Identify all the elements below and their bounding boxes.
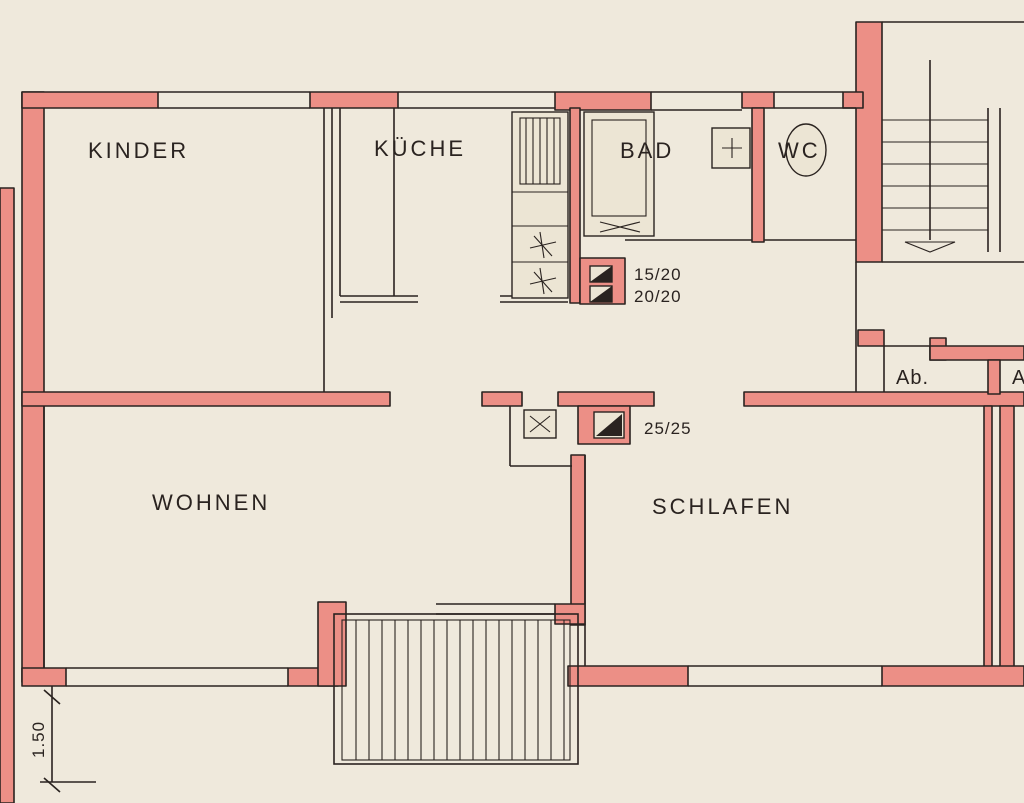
wall-bottom-schlafen-left (567, 665, 689, 687)
room-label-wc: WC (778, 138, 821, 163)
stove-burner-icon (529, 267, 557, 295)
wall-top-bad (554, 91, 652, 111)
wall-mid-right (743, 391, 1024, 407)
wall-schlafen-left (570, 454, 586, 626)
wall-right-double-a (983, 405, 993, 683)
wall-mid-left (21, 391, 391, 407)
kitchen-fixtures (511, 111, 569, 299)
stove-burner-icon (529, 231, 557, 259)
vent-shaft (523, 409, 557, 439)
flue-label-lower: 20/20 (634, 287, 682, 306)
toilet (785, 123, 827, 177)
bath-fixtures (583, 111, 827, 237)
flues (523, 265, 625, 439)
room-label-kueche: KÜCHE (374, 136, 466, 161)
wall-stair-step (842, 91, 864, 109)
room-label-schlafen: SCHLAFEN (652, 494, 793, 519)
bathtub (583, 111, 655, 237)
outer-wall-left-strip (0, 187, 15, 803)
stair-steps (882, 119, 988, 231)
balcony (333, 613, 579, 765)
room-label-bad: BAD (620, 138, 674, 163)
wall-right-double-b (999, 405, 1015, 683)
room-label-kinder: KINDER (88, 138, 189, 163)
wall-top-wc (741, 91, 775, 109)
wall-abstell-divider (987, 359, 1001, 395)
wall-bottom-right (881, 665, 1024, 687)
staircase (882, 60, 1001, 253)
line-group (43, 21, 1024, 687)
room-label-abstell-2: A (1012, 367, 1024, 389)
wall-stair-left (855, 21, 883, 263)
wall-mid-center (557, 391, 655, 407)
stair-arrow-icon (904, 241, 956, 253)
wall-top-kueche (309, 91, 399, 109)
wall-loggia-pier-left (317, 601, 347, 687)
room-label-wohnen: WOHNEN (152, 490, 270, 515)
wall-bad-wc (751, 107, 765, 243)
wall-abstell-top-right (929, 345, 1024, 361)
balcony-railing (355, 620, 565, 760)
wall-abstell-top (857, 329, 885, 347)
dimension-label: 1.50 (29, 721, 48, 758)
room-label-abstell-1: Ab. (896, 367, 929, 389)
wall-bottom-left (21, 667, 67, 687)
flue-label-hall: 25/25 (644, 419, 692, 438)
sink-grid (525, 118, 555, 184)
wall-top-kinder (21, 91, 159, 109)
wall-bad-left (569, 107, 581, 304)
dimension-line (40, 686, 96, 793)
wall-left (21, 91, 45, 683)
flue-label-upper: 15/20 (634, 265, 682, 284)
wall-mid-door-left (481, 391, 523, 407)
